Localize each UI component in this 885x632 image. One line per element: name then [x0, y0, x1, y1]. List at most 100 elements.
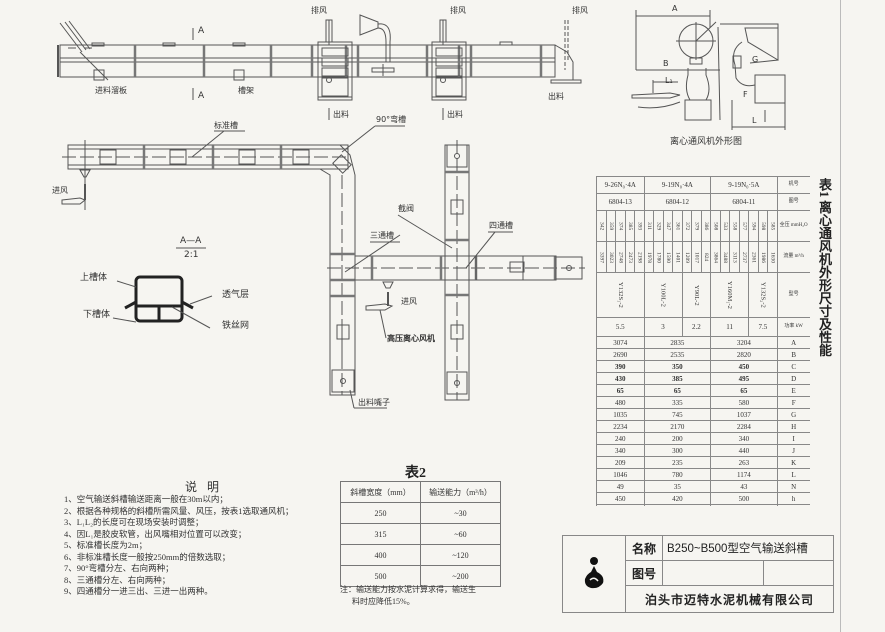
t1-pressure: 508: [710, 210, 721, 242]
notes-list: 1、空气输送斜槽输送距离一般在30m以内； 2、根据各种规格的斜槽所需风量、风压…: [64, 494, 294, 598]
t1-flow: 1401: [672, 241, 683, 273]
t1-dim-value: 2690: [596, 348, 645, 361]
standard-trough-label: 标准槽: [214, 121, 238, 130]
cell-capacity: ~120: [420, 544, 501, 566]
t1-model: 9-19N₀·5A: [710, 176, 778, 194]
drawing-number-value: [662, 560, 764, 586]
t1-dim-value: 2820: [710, 348, 778, 361]
discharge-end-label: 出料: [548, 92, 564, 101]
fan-figure-caption: 离心通风机外形图: [670, 137, 743, 147]
exhaust-label-2: 排风: [450, 6, 466, 15]
t1-dim-value: 580: [710, 396, 778, 409]
trough-support-label: 槽架: [238, 86, 254, 95]
company-logo-icon: [584, 556, 604, 588]
breather-layer-label: 透气层: [222, 290, 250, 300]
t1-dim-value: 263: [710, 456, 778, 469]
four-way-label: 四通槽: [489, 221, 513, 230]
t1-motor-power: 2.2: [681, 317, 712, 337]
t1-dim-key: N: [776, 480, 810, 493]
t1-dim-key: K: [776, 456, 810, 469]
t1-dim-key: G: [776, 408, 810, 421]
t1-flow: 2198: [634, 241, 645, 273]
t1-motor-type: Y90L-2: [681, 272, 712, 318]
t1-flow: 2361: [748, 241, 759, 273]
t1-flow: 1590: [662, 241, 674, 273]
t1-dim-value: 2170: [643, 420, 712, 433]
hp-fan-label: 高压离心风机: [387, 334, 435, 343]
exhaust-label-3: 排风: [572, 6, 588, 15]
title-block: 名称 B250~B500型空气输送斜槽 图号 泊头市迈特水泥机械有限公司: [562, 535, 834, 613]
fan-dim-a: A: [672, 4, 678, 13]
t1-pressure: 594: [748, 210, 759, 242]
t1-pressure: 386: [700, 210, 712, 242]
fan-dim-b: B: [663, 59, 669, 68]
table-row: 315~60: [340, 523, 501, 545]
t1-dim-value: 35: [643, 480, 712, 493]
air-inlet-left-label: 进风: [52, 186, 68, 195]
t1-pressure: 361: [672, 210, 683, 242]
t1-flow: 1978: [643, 241, 655, 273]
note-item: 4、因L₁是胶皮软管，出风嘴相对位置可以改变；: [64, 528, 247, 539]
t1-flow: 1209: [681, 241, 693, 273]
t1-row-dim: 200020002000L₁: [596, 504, 810, 506]
t1-dim-value: 385: [643, 372, 712, 385]
t1-dim-value: 390: [596, 360, 645, 373]
t1-motor-power: 5.5: [596, 317, 645, 337]
upper-body-label: 上槽体: [80, 273, 108, 283]
t1-dim-value: 2000: [643, 504, 712, 506]
t1-drawing-no: 6804-11: [710, 193, 778, 211]
t1-motor-type: Y132S₂-2: [748, 272, 778, 318]
t1-dim-value: 65: [710, 384, 778, 397]
t1-pressure: 374: [615, 210, 626, 242]
t1-dim-key: F: [776, 396, 810, 409]
t1-model: 9-19N₀·4A: [643, 176, 712, 194]
t1-dim-value: 780: [643, 468, 712, 481]
cell-capacity: ~200: [420, 565, 501, 587]
t1-dim-value: 450: [596, 492, 645, 505]
t1-dim-value: 2284: [710, 420, 778, 433]
t1-dim-value: 1174: [710, 468, 778, 481]
t1-flow: 3023: [605, 241, 616, 273]
table2-note-line1: 注：输送能力按水泥计算求得，输送生: [340, 585, 476, 594]
company-name: 泊头市迈特水泥机械有限公司: [625, 585, 834, 613]
t1-flow: 1986: [757, 241, 769, 273]
t1-dim-value: 1037: [710, 408, 778, 421]
bend-90-label: 90°弯槽: [376, 115, 407, 124]
cell-capacity: ~60: [420, 523, 501, 545]
t1-motor-power: 11: [710, 317, 750, 337]
t1-pressure: 342: [596, 210, 607, 242]
t1-dim-value: 49: [596, 480, 645, 493]
t1-motor-type: Y100L-2: [643, 272, 683, 318]
t1-dim-value: 65: [596, 384, 645, 397]
fan-dim-l1: L₁: [665, 76, 673, 85]
t1-flow: 3397: [596, 241, 607, 273]
note-item: 1、空气输送斜槽输送距离一般在30m以内；: [64, 494, 228, 504]
t1-pressure: 533: [719, 210, 731, 242]
t1-pressure: 372: [681, 210, 693, 242]
t1-dim-key: E: [776, 384, 810, 397]
note-item: 7、90°弯槽分左、右向两种；: [64, 563, 174, 573]
t1-dim-key: B: [776, 348, 810, 361]
t1-hdr-flow: 流量 m³/h: [776, 241, 810, 273]
fan-outline-figure: [631, 10, 786, 130]
note-item: 3、L₁L₂的长度可在现场安装时调整；: [64, 517, 204, 527]
t1-flow: 3864: [710, 241, 721, 273]
table-row: 400~120: [340, 544, 501, 566]
t1-pressure: 329: [653, 210, 664, 242]
t1-dim-value: 200: [643, 432, 712, 445]
note-item: 6、非标准槽长度一般按250mm的倍数选取；: [64, 551, 231, 562]
table2: 斜槽宽度（mm） 输送能力（m³/h） 250~30 315~60 400~12…: [340, 481, 501, 587]
t1-drawing-no: 6804-12: [643, 193, 712, 211]
cell-width: 250: [340, 502, 421, 524]
notes-title: 说明: [185, 480, 230, 494]
